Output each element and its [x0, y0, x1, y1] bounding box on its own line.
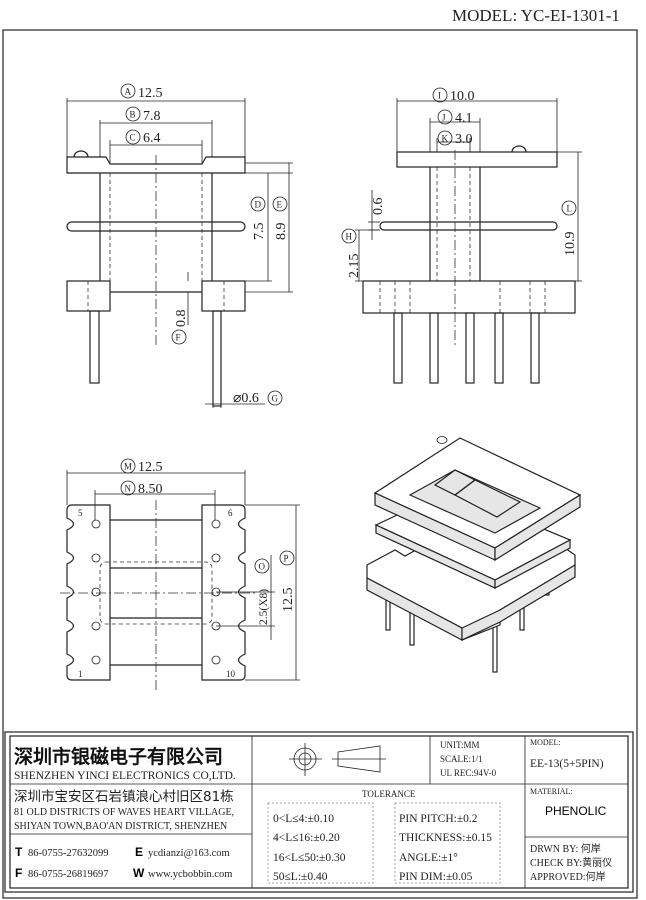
dim-value-p: 12.5	[281, 588, 296, 613]
dim-label-o: O	[259, 562, 266, 572]
sheet-border	[2, 29, 638, 899]
dim-value-a: 12.5	[138, 86, 163, 101]
dim-label-g: G	[272, 394, 279, 404]
phone-value: 86-0755-27632099	[28, 848, 109, 859]
dim-value-l: 10.9	[563, 232, 578, 257]
website-value: www.ycbobbin.com	[148, 869, 232, 880]
dim-label-p: P	[284, 554, 289, 564]
bottom-view: M 12.5 N 8.50 5 6 1 10 O 2.5(X8) P 12.5	[60, 458, 300, 690]
tolerance-right-4: PIN DIM:±0.05	[399, 871, 473, 883]
unit-text: UNIT:MM	[440, 740, 480, 750]
front-view: A 12.5 B 7.8 C 6.4 D 7.5 E 8.9	[66, 83, 293, 408]
pin-label-6: 6	[228, 508, 233, 518]
dim-label-c: C	[130, 133, 136, 143]
dim-value-j: 4.1	[455, 111, 473, 126]
approved-by: APPROVED:何岸	[530, 870, 606, 883]
dim-label-j: J	[442, 113, 446, 123]
tolerance-right-2: THICKNESS:±0.15	[399, 832, 492, 844]
pin-label-5: 5	[78, 508, 83, 518]
pin-label-1: 1	[78, 669, 83, 679]
title-block: 深圳市银磁电子有限公司 SHENZHEN YINCI ELECTRONICS C…	[4, 731, 634, 893]
company-name-cn: 深圳市银磁电子有限公司	[14, 745, 223, 768]
dim-value-d: 7.5	[252, 223, 267, 241]
email-key: E	[135, 845, 143, 859]
dim-value-m: 12.5	[138, 460, 163, 475]
ul-rec-text: UL REC:94V-0	[440, 768, 497, 778]
check-by: CHECK BY:黄丽仪	[530, 856, 612, 869]
fax-value: 86-0755-26819697	[28, 869, 109, 880]
tolerance-left-3: 16<L≤50:±0.30	[273, 852, 346, 864]
address-cn: 深圳市宝安区石岩镇浪心村旧区81栋	[14, 788, 234, 805]
tolerance-left-4: 50≤L:±0.40	[273, 871, 328, 883]
phone-key: T	[15, 845, 23, 859]
dim-label-l: L	[567, 204, 573, 214]
tolerance-title: TOLERANCE	[362, 789, 416, 799]
dim-label-f: F	[176, 333, 181, 343]
dim-label-k: K	[442, 134, 449, 144]
dim-value-e: 8.9	[274, 223, 289, 241]
tolerance-right-1: PIN PITCH:±0.2	[399, 813, 478, 825]
dim-value-g: ⌀0.6	[233, 391, 259, 406]
dim-value-n: 8.50	[138, 482, 163, 497]
isometric-view	[366, 436, 582, 673]
dim-label-e: E	[277, 200, 283, 210]
tolerance-right-3: ANGLE:±1°	[399, 852, 458, 864]
dim-label-h: H	[346, 232, 353, 242]
material-label: MATERIAL:	[530, 787, 573, 796]
dim-label-m: M	[124, 462, 132, 472]
dim-value-c: 6.4	[143, 131, 161, 146]
email-value: ycdianzi@163.com	[148, 848, 230, 859]
model-label: MODEL:	[530, 738, 561, 747]
material-value: PHENOLIC	[545, 804, 607, 818]
dim-label-d: D	[255, 200, 262, 210]
drawn-by: DRWN BY: 何岸	[530, 842, 601, 855]
dim-value-i: 10.0	[450, 89, 475, 104]
pin-label-10: 10	[226, 669, 236, 679]
dim-label-a: A	[125, 87, 132, 97]
side-view: I 10.0 J 4.1 K 3.0 0.6	[341, 87, 582, 384]
website-key: W	[133, 866, 145, 880]
dim-label-n: N	[125, 484, 132, 494]
dim-value-o: 2.5(X8)	[258, 589, 270, 625]
dim-value-flange: 0.6	[371, 198, 386, 216]
dim-value-k: 3.0	[455, 132, 473, 147]
address-en-line2: SHIYAN TOWN,BAO'AN DISTRICT, SHENZHEN	[14, 821, 227, 832]
projection-symbol-icon	[289, 743, 386, 776]
model-code: MODEL: YC-EI-1301-1	[452, 6, 620, 25]
dim-value-b: 7.8	[143, 109, 161, 124]
address-en-line1: 81 OLD DISTRICTS OF WAVES HEART VILLAGE,	[14, 807, 234, 818]
company-name-en: SHENZHEN YINCI ELECTRONICS CO,LTD.	[14, 770, 236, 782]
dim-label-b: B	[130, 110, 136, 120]
tolerance-left-1: 0<L≤4:±0.10	[273, 813, 334, 825]
model-value: EE-13(5+5PIN)	[530, 758, 604, 770]
dim-label-i: I	[438, 91, 441, 101]
dim-value-h: 2.15	[347, 254, 362, 279]
tolerance-left-2: 4<L≤16:±0.20	[273, 832, 340, 844]
scale-text: SCALE:1/1	[440, 754, 483, 764]
dim-value-f: 0.8	[174, 310, 189, 328]
fax-key: F	[15, 866, 22, 880]
